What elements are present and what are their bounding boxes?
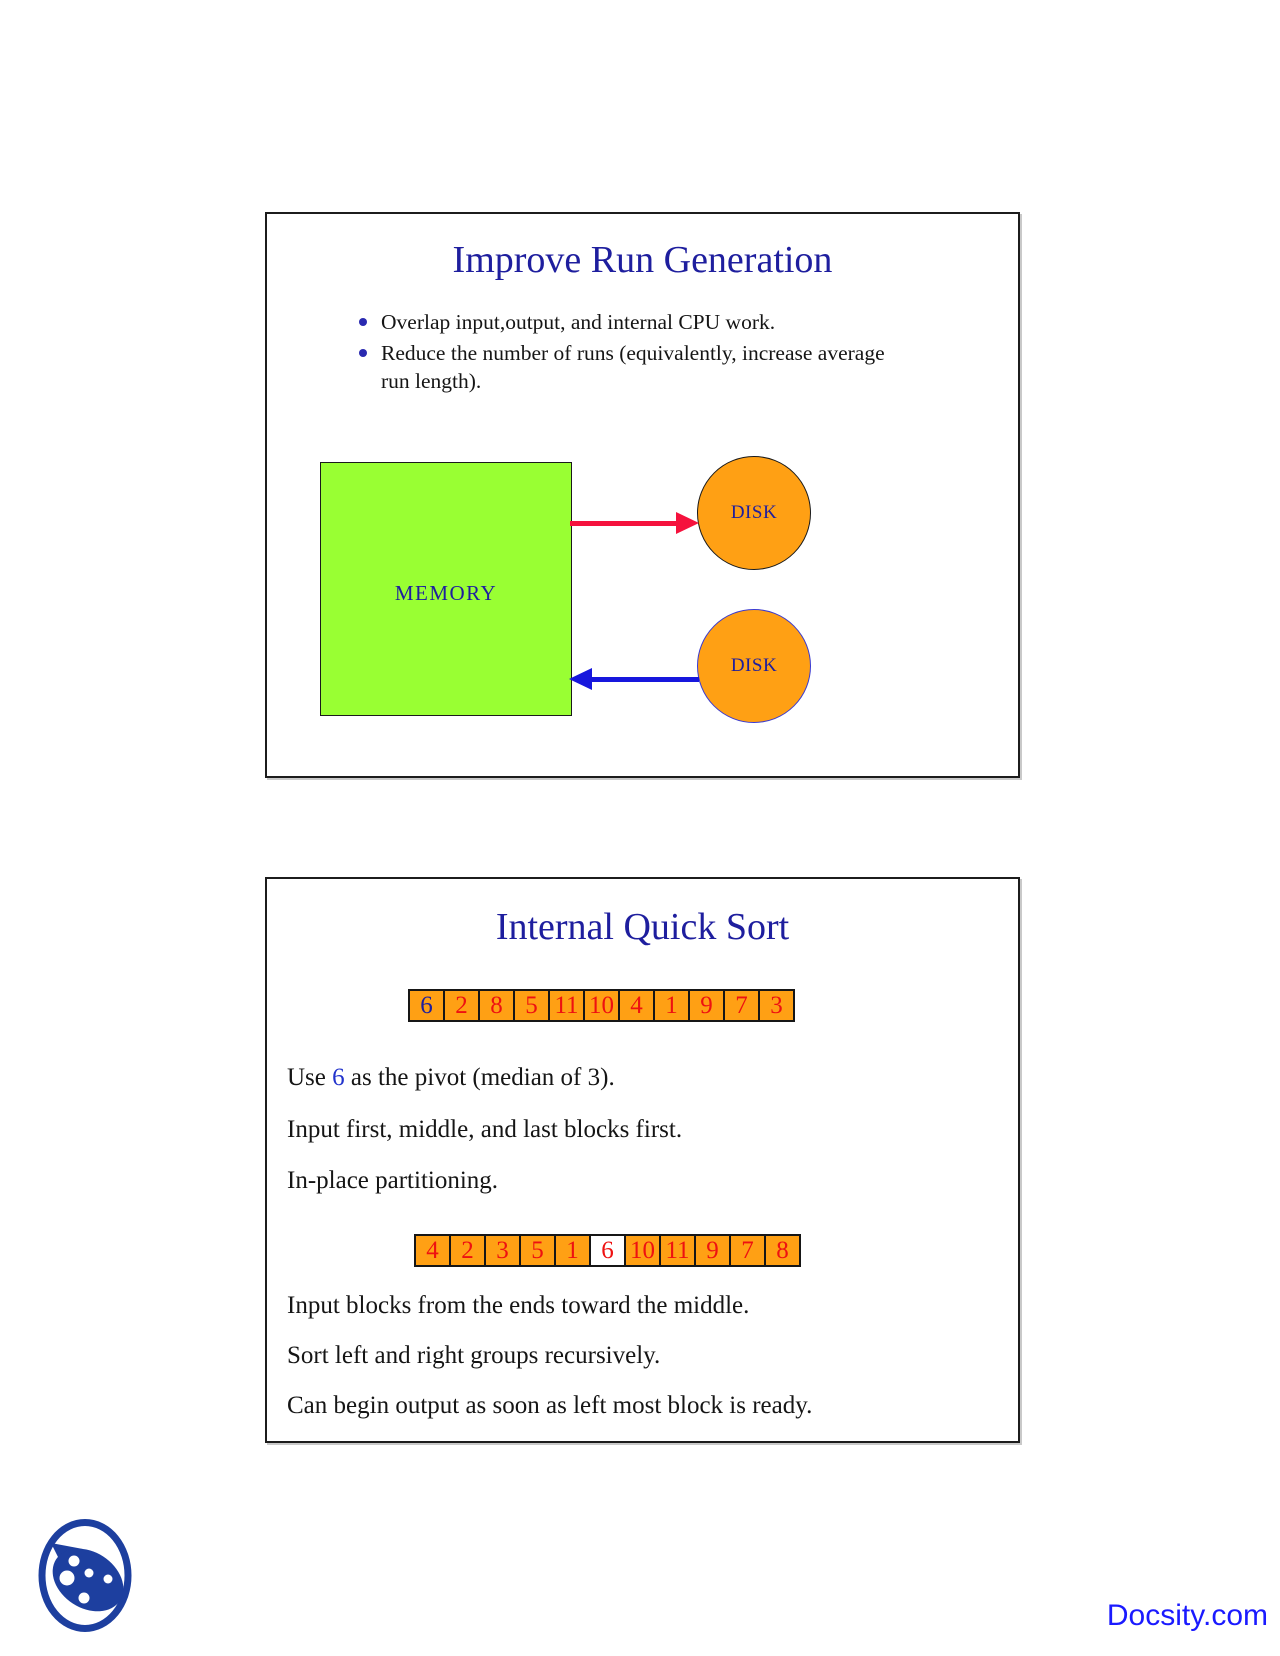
array-cell: 11	[659, 1234, 696, 1267]
docsity-logo-icon	[38, 1519, 132, 1632]
slide-internal-quick-sort: Internal Quick Sort 6 2 8 5 11 10 4 1 9 …	[265, 877, 1020, 1443]
docsity-brand-link[interactable]: Docsity.com	[1106, 1599, 1268, 1632]
array-cell: 2	[449, 1234, 486, 1267]
array-cell: 7	[723, 989, 760, 1022]
input-arrowhead-icon	[569, 668, 592, 690]
array-cell: 5	[519, 1234, 556, 1267]
array-cell: 4	[414, 1234, 451, 1267]
unsorted-array: 6 2 8 5 11 10 4 1 9 7 3	[408, 989, 795, 1022]
bullet-text: Reduce the number of runs (equivalently,…	[381, 341, 885, 393]
array-cell: 1	[554, 1234, 591, 1267]
array-cell: 1	[653, 989, 690, 1022]
bullet-text: Overlap input,output, and internal CPU w…	[381, 310, 776, 334]
array-cell: 5	[513, 989, 550, 1022]
pivot-sentence-pre: Use	[287, 1064, 333, 1091]
array-cell: 8	[764, 1234, 801, 1267]
array-cell: 9	[694, 1234, 731, 1267]
pivot-sentence-post: as the pivot (median of 3).	[344, 1064, 615, 1091]
disk-input-circle: DISK	[697, 609, 811, 723]
text-line: Can begin output as soon as left most bl…	[287, 1392, 813, 1419]
memory-box: MEMORY	[320, 462, 572, 716]
text-line: Input blocks from the ends toward the mi…	[287, 1292, 750, 1319]
text-line: Input first, middle, and last blocks fir…	[287, 1116, 683, 1143]
array-cell: 10	[624, 1234, 661, 1267]
slide1-bullet-list: Overlap input,output, and internal CPU w…	[359, 308, 889, 398]
input-arrow-icon	[592, 677, 699, 682]
disk-top-label: DISK	[730, 502, 778, 523]
pivot-number: 6	[332, 1064, 345, 1091]
array-cell: 6	[589, 1234, 626, 1267]
array-cell: 3	[484, 1234, 521, 1267]
pivot-sentence: Use 6 as the pivot (median of 3).	[287, 1064, 615, 1091]
partitioned-array: 4 2 3 5 1 6 10 11 9 7 8	[414, 1234, 801, 1267]
slide-improve-run-generation: Improve Run Generation Overlap input,out…	[265, 212, 1020, 778]
memory-label: MEMORY	[394, 580, 498, 605]
array-cell: 8	[478, 989, 515, 1022]
slide2-mid-text: Input first, middle, and last blocks fir…	[287, 1116, 682, 1218]
bullet-icon	[359, 349, 367, 357]
bullet-item: Overlap input,output, and internal CPU w…	[359, 308, 889, 336]
output-arrowhead-icon	[676, 512, 699, 534]
slide2-bottom-text: Input blocks from the ends toward the mi…	[287, 1292, 812, 1442]
array-cell: 10	[583, 989, 620, 1022]
disk-bottom-label: DISK	[730, 655, 778, 676]
bullet-icon	[359, 318, 367, 326]
text-line: In-place partitioning.	[287, 1167, 499, 1194]
array-cell: 2	[443, 989, 480, 1022]
disk-output-circle: DISK	[697, 456, 811, 570]
output-arrow-icon	[570, 521, 676, 526]
text-line: Sort left and right groups recursively.	[287, 1342, 661, 1369]
array-cell: 4	[618, 989, 655, 1022]
array-cell: 6	[408, 989, 445, 1022]
array-cell: 7	[729, 1234, 766, 1267]
array-cell: 3	[758, 989, 795, 1022]
slide1-title: Improve Run Generation	[452, 239, 833, 281]
array-cell: 9	[688, 989, 725, 1022]
bullet-item: Reduce the number of runs (equivalently,…	[359, 339, 889, 395]
slide2-title: Internal Quick Sort	[495, 906, 790, 948]
array-cell: 11	[548, 989, 585, 1022]
